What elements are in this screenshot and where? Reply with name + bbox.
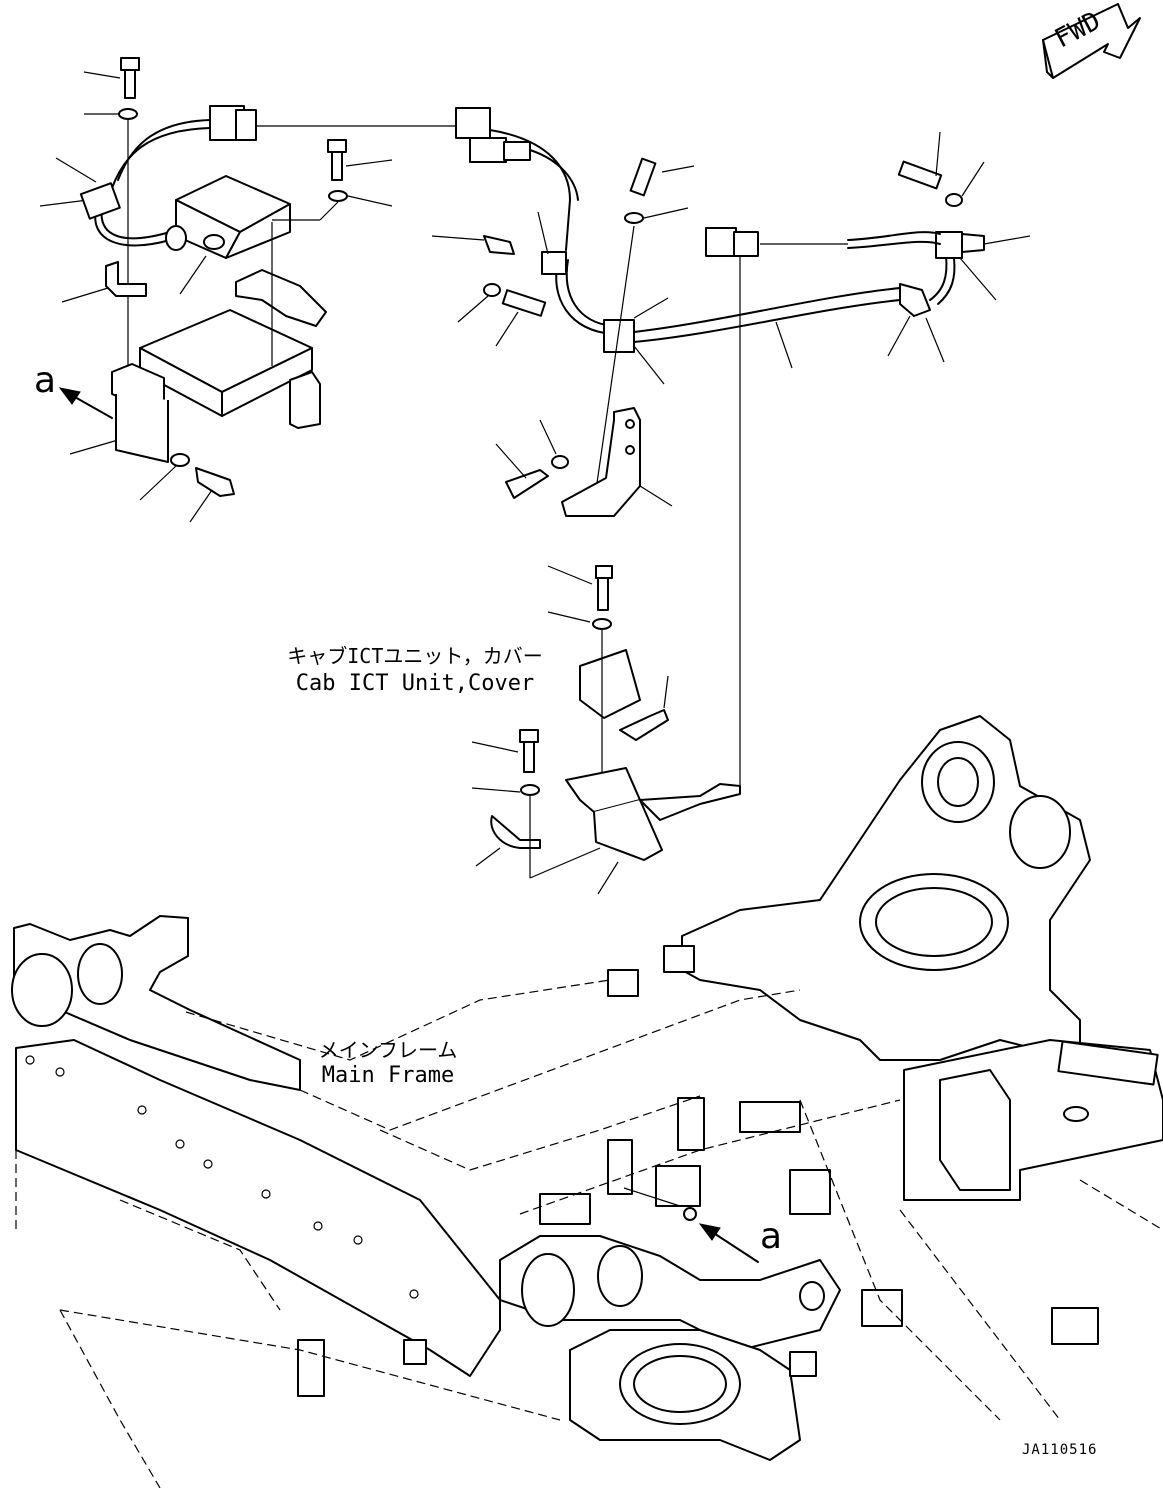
main-frame xyxy=(11,715,1163,1488)
cab-ict-unit-label-en: Cab ICT Unit,Cover xyxy=(295,671,535,696)
cab-ict-unit-label-jp: キャブICTユニット，カバー xyxy=(287,644,543,668)
harness-assembly xyxy=(431,107,1031,786)
view-arrow-top-icon xyxy=(58,387,113,419)
main-frame-label-jp: メインフレーム xyxy=(318,1038,458,1062)
mounting-blocks xyxy=(297,945,1099,1397)
ict-unit-assembly xyxy=(39,57,456,523)
cover-bracket-assembly xyxy=(471,565,741,895)
view-arrow-bottom-icon xyxy=(698,1223,759,1263)
fwd-arrow-icon xyxy=(1042,3,1141,79)
main-frame-label-en: Main Frame xyxy=(321,1063,455,1088)
drawing-number: JA110516 xyxy=(1022,1442,1098,1458)
view-callout-bottom: a xyxy=(760,1216,783,1257)
view-callout-top: a xyxy=(34,360,57,401)
